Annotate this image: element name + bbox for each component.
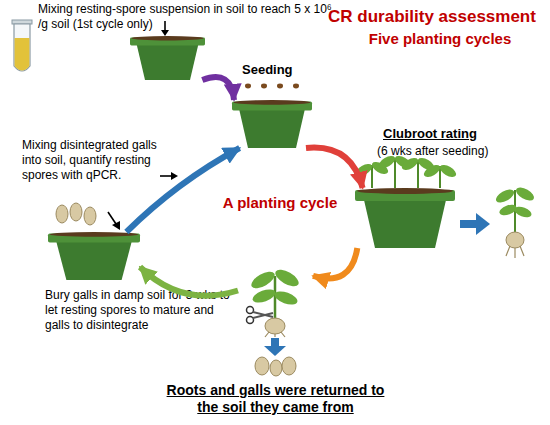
pot-body: [137, 45, 199, 80]
gall: [70, 203, 82, 221]
annotation-text: Mixing disintegrated galls into soil, qu…: [22, 138, 172, 183]
step-heading: Bury galls in damp soil for 3 wks to let…: [45, 288, 235, 333]
pointer-line: [108, 212, 116, 224]
roots: [265, 332, 285, 337]
pointer-line: [164, 21, 166, 31]
cycle-arrow: [202, 77, 234, 100]
tube-rim: [12, 20, 32, 24]
leaf: [513, 205, 533, 220]
flower-pot: [48, 232, 140, 280]
leaf: [249, 268, 278, 291]
illustrated-step: Bury galls in damp soil for 3 wks to let…: [48, 232, 140, 280]
gall: [265, 318, 285, 334]
stem: [394, 158, 396, 188]
seed: [245, 84, 251, 89]
step-heading: Roots and galls were returned to the soi…: [158, 382, 393, 416]
leaf: [422, 163, 442, 180]
leaf: [273, 289, 299, 308]
cycle-arrow: [306, 148, 363, 188]
diagram-title: CR durability assessment: [318, 6, 546, 27]
illustrated-step: Clubroot rating(6 wks after seeding): [355, 188, 455, 248]
leaf: [251, 287, 277, 306]
stem: [371, 165, 373, 188]
leaf: [494, 187, 516, 206]
pot-soil: [357, 188, 453, 194]
arrow-head: [264, 346, 286, 356]
stem: [439, 166, 441, 188]
flower-pot: [130, 36, 205, 80]
galls-to-bury: [56, 203, 96, 225]
seeds: [245, 84, 299, 89]
pot-soil: [234, 100, 311, 105]
step-heading: Mixing resting-spore suspension in soil …: [38, 2, 338, 32]
pot-soil: [132, 36, 204, 40]
pot-body: [56, 242, 131, 280]
arrow-head: [476, 213, 490, 235]
tube-glass: [14, 24, 30, 71]
spore-suspension: [15, 38, 30, 71]
step-note: (6 wks after seeding): [377, 144, 517, 159]
gall: [282, 357, 296, 375]
seed: [293, 84, 299, 89]
leaf: [370, 160, 390, 177]
stem: [417, 160, 419, 188]
pot-soil: [50, 232, 138, 237]
gall: [56, 205, 68, 223]
gall: [84, 207, 96, 225]
flower-pot: [232, 100, 312, 148]
leaf: [438, 163, 458, 180]
gall: [255, 357, 269, 375]
gall-arrow: [264, 338, 286, 356]
pointer-head: [171, 172, 178, 180]
illustrated-step: Mixing resting-spore suspension in soil …: [130, 36, 205, 80]
stem: [274, 276, 277, 320]
gall: [506, 232, 524, 248]
pointer-head: [161, 30, 169, 36]
annotation-text: A planting cycle: [210, 194, 350, 212]
arrow-shaft: [271, 338, 279, 348]
gall: [270, 360, 282, 376]
leaf: [514, 185, 536, 204]
illustrated-step: Roots and galls were returned to the soi…: [238, 262, 313, 337]
harvested-plant: [238, 262, 313, 337]
test-tube: [12, 20, 32, 71]
leaf: [400, 156, 420, 173]
annotation-text: Five planting cycles: [345, 30, 535, 48]
leaf: [354, 162, 374, 179]
pulled-plant: [494, 185, 536, 258]
seed: [261, 84, 267, 89]
arrow-shaft: [460, 220, 478, 228]
step-heading: Seeding: [242, 62, 302, 78]
pointer-head: [112, 221, 120, 230]
pointer-line: [160, 175, 172, 177]
illustrated-step: Seeding: [232, 100, 312, 148]
leaf: [273, 266, 302, 289]
seedlings: [354, 154, 458, 188]
cycle-arrow: [313, 248, 357, 278]
harvested-galls: [255, 357, 296, 376]
removal-arrow: [460, 213, 490, 235]
scissors-symbol: [247, 307, 274, 324]
pot-body: [239, 110, 305, 148]
step-heading: Clubroot rating: [383, 126, 493, 142]
leaf: [498, 203, 518, 218]
pot-body: [364, 200, 446, 248]
roots: [506, 246, 524, 258]
stem: [514, 190, 516, 232]
flower-pot: [355, 188, 455, 248]
seed: [277, 84, 283, 89]
leaf: [416, 156, 436, 173]
